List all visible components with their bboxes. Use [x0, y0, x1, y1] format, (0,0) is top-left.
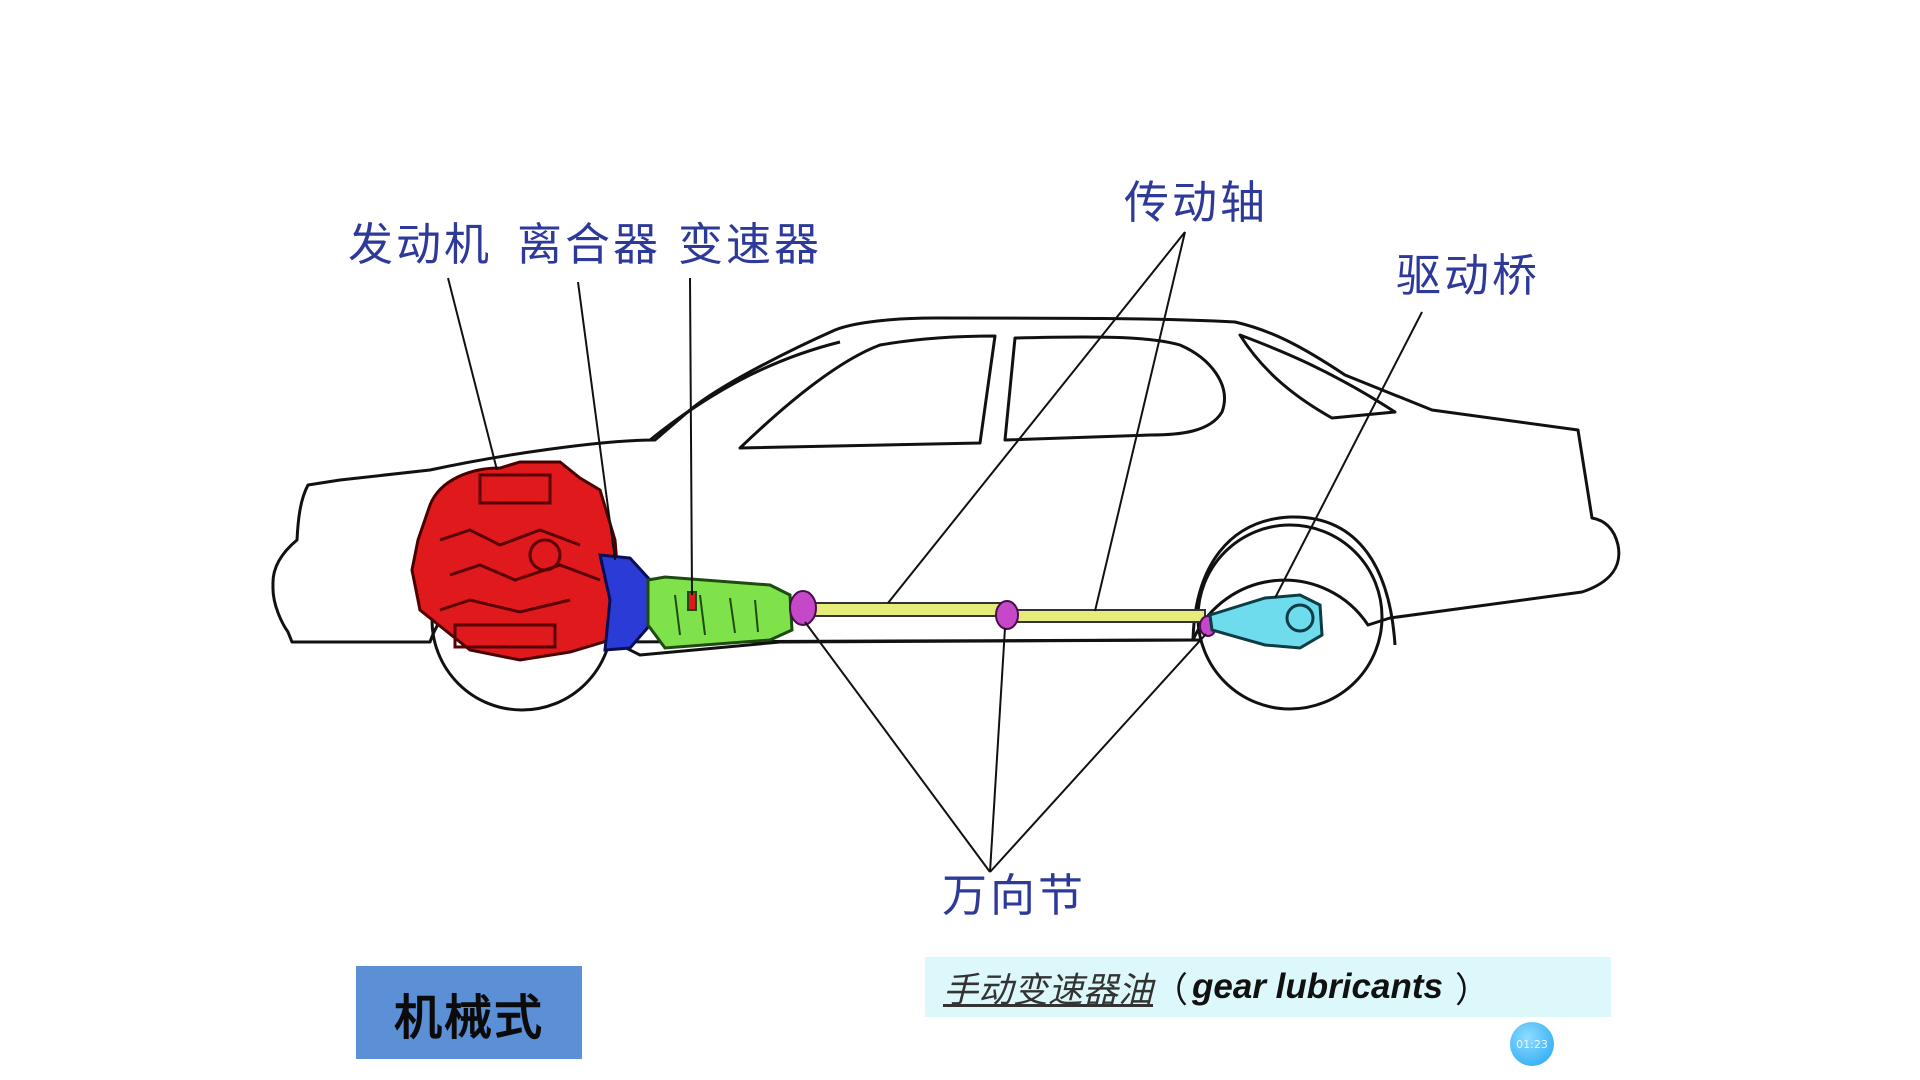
label-gearbox: 变速器 [678, 218, 823, 271]
timer-badge[interactable]: 01:23 [1510, 1022, 1554, 1066]
universal-joint-front [789, 590, 817, 626]
shaft-front-section [804, 602, 1001, 617]
engine-details [439, 473, 601, 649]
lubricant-paren-close: ） [1454, 970, 1490, 1011]
lubricant-caption: 手动变速器油 （ gear lubricants ） [925, 957, 1611, 1017]
mode-label: 机械式 [393, 989, 544, 1046]
leader-clutch [577, 281, 616, 561]
gearbox-case [646, 575, 794, 650]
timer-text: 01:23 [1516, 1037, 1548, 1051]
lubricant-name-en: gear lubricants [1192, 967, 1443, 1006]
gearbox-ribs [674, 594, 759, 636]
drive-axle-housing [1208, 593, 1324, 650]
leader-engine [447, 277, 498, 471]
label-engine: 发动机 [348, 218, 493, 271]
engine-pulley [528, 538, 562, 572]
leader-axle [1274, 311, 1423, 599]
engine-cylinder-head [478, 473, 552, 505]
windshield-line [649, 340, 841, 442]
leader-ujoint-middle [989, 627, 1006, 873]
engine-manifold [439, 528, 581, 547]
shaft-rear-section [1014, 609, 1206, 623]
engine-block [410, 460, 622, 662]
car-body-outline [271, 316, 1621, 644]
engine-sump [453, 623, 557, 649]
mode-badge: 机械式 [356, 966, 582, 1059]
label-drive-axle: 驱动桥 [1396, 249, 1541, 302]
leader-shaft-b [1094, 231, 1186, 612]
rear-wheel-arch [1191, 515, 1397, 646]
rear-window [1003, 335, 1226, 442]
leader-shaft-a [887, 231, 1186, 604]
leader-lines [447, 231, 1423, 873]
front-window [738, 334, 997, 450]
rear-glass [1238, 333, 1397, 420]
label-drive-shaft: 传动轴 [1124, 176, 1269, 229]
clutch-housing [598, 553, 652, 652]
universal-joint-middle [995, 600, 1019, 630]
engine-ribs [439, 563, 601, 614]
lubricant-paren-open: （ [1153, 970, 1189, 1011]
propeller-shaft [804, 602, 1206, 623]
lubricant-link-cn[interactable]: 手动变速器油 [943, 970, 1154, 1011]
drive-axle-hub [1285, 603, 1315, 633]
label-clutch: 离合器 [517, 218, 662, 271]
label-universal-joint: 万向节 [942, 869, 1087, 922]
engine-shape [410, 460, 622, 662]
leader-ujoint-front [804, 621, 991, 873]
leader-ujoint-rear [989, 633, 1207, 873]
leader-gearbox [689, 277, 693, 596]
